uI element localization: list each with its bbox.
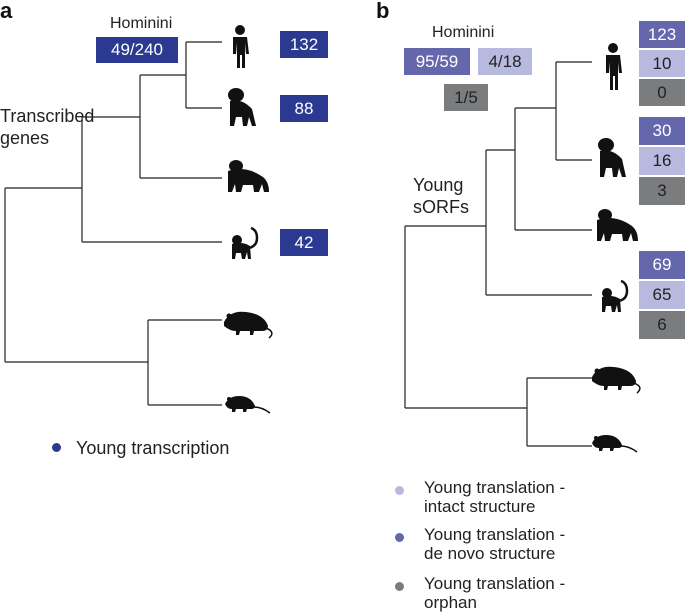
tree-a-rodents — [147, 319, 222, 406]
human-icon — [233, 25, 249, 68]
young-sorfs-label-line2: sORFs — [413, 197, 469, 217]
legend-label-denovo-line1: Young translation - — [424, 525, 566, 544]
legend-dot-young-transcription — [52, 443, 61, 452]
macaque-count-denovo-b: 69 — [639, 251, 685, 279]
mouse-icon — [592, 435, 638, 453]
macaque-icon — [232, 226, 259, 259]
human-icon — [606, 43, 622, 90]
macaque-count-orphan-b: 6 — [639, 311, 685, 339]
legend-label-intact-line2: intact structure — [424, 497, 536, 516]
transcribed-genes-label-line1: Transcribed — [0, 106, 95, 126]
rat-icon — [592, 366, 641, 394]
tree-b-primates — [485, 149, 592, 296]
human-count-denovo-b: 123 — [639, 21, 685, 48]
panel-a-label: a — [0, 0, 13, 23]
macaque-count-intact-b: 65 — [639, 281, 685, 309]
human-count-orphan-b: 0 — [639, 79, 685, 106]
hominini-count-intact-b: 4/18 — [478, 48, 532, 75]
legend-label-orphan-line1: Young translation - — [424, 574, 566, 593]
hominini-label-b: Hominini — [432, 24, 495, 41]
human-count-a: 132 — [280, 31, 328, 58]
tree-b-rodents — [526, 377, 592, 447]
hominini-count-a: 49/240 — [96, 37, 178, 63]
legend-dot-intact — [395, 486, 404, 495]
gorilla-icon — [228, 160, 269, 192]
legend-label-orphan-line2: orphan — [424, 593, 477, 612]
transcribed-genes-label-line2: genes — [0, 128, 50, 148]
legend-label-intact-line1: Young translation - — [424, 478, 566, 497]
legend-label-denovo-line2: de novo structure — [424, 544, 556, 563]
young-sorfs-label-line1: Young — [413, 175, 464, 195]
tree-a-primates — [81, 116, 222, 243]
hominini-count-denovo-b: 95/59 — [404, 48, 470, 75]
hominini-label-a: Hominini — [110, 15, 173, 32]
legend-dot-orphan — [395, 582, 404, 591]
macaque-icon — [602, 279, 629, 312]
tree-b-hominini — [555, 61, 592, 161]
gorilla-icon — [597, 209, 638, 241]
rat-icon — [224, 311, 273, 339]
chimpanzee-count-orphan-b: 3 — [639, 177, 685, 205]
chimpanzee-count-denovo-b: 30 — [639, 117, 685, 145]
human-count-intact-b: 10 — [639, 50, 685, 77]
hominini-count-orphan-b: 1/5 — [444, 84, 488, 111]
chimpanzee-count-intact-b: 16 — [639, 147, 685, 175]
chimpanzee-icon — [228, 88, 256, 126]
chimpanzee-count-a: 88 — [280, 95, 328, 122]
panel-b-label: b — [376, 0, 390, 23]
legend-dot-denovo — [395, 533, 404, 542]
mouse-icon — [225, 396, 271, 414]
tree-b-root — [404, 225, 527, 409]
tree-a-root — [4, 187, 148, 363]
macaque-count-a: 42 — [280, 229, 328, 256]
tree-a-hominini — [185, 41, 222, 109]
chimpanzee-icon — [598, 138, 626, 177]
legend-label-young-transcription: Young transcription — [76, 438, 230, 458]
tree-b-great-apes — [514, 107, 592, 231]
tree-a-great-apes — [139, 74, 222, 179]
